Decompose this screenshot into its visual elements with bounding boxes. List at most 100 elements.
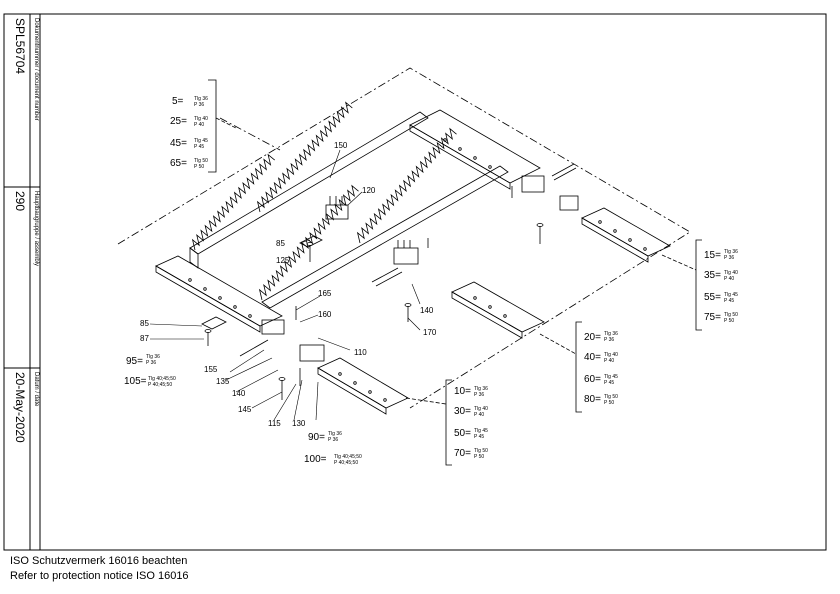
callout-115: 115 <box>268 419 281 428</box>
knife-teeth-lower <box>258 127 457 301</box>
bolts <box>204 186 544 400</box>
note-50-p: P 45 <box>474 434 484 440</box>
exploded-assembly-drawing: 150 120 85 125 85 87 165 160 110 155 135… <box>117 67 738 466</box>
note-90-p: P 36 <box>328 437 338 443</box>
note-55-tlg: Tlg 45 <box>724 292 738 298</box>
knife-head-mid <box>371 240 419 287</box>
callout-110: 110 <box>354 348 367 357</box>
note-75-p: P 50 <box>724 318 734 324</box>
note-10-p: P 36 <box>474 392 484 398</box>
note-30-tlg: Tlg 40 <box>474 406 488 412</box>
callout-135: 135 <box>216 377 230 386</box>
note-40-tlg: Tlg 40 <box>604 352 618 358</box>
note-35: 35= <box>704 270 721 281</box>
callout-165: 165 <box>318 289 332 298</box>
note-80: 80= <box>584 394 601 405</box>
note-15-p: P 36 <box>724 255 734 261</box>
callout-130: 130 <box>292 419 306 428</box>
note-60-tlg: Tlg 45 <box>604 374 618 380</box>
callout-155: 155 <box>204 365 218 374</box>
note-45-p: P 45 <box>194 144 204 150</box>
callout-160: 160 <box>318 310 332 319</box>
note-25-p: P 40 <box>194 122 204 128</box>
callout-145: 145 <box>238 405 252 414</box>
note-95-p: P 36 <box>146 360 156 366</box>
document-number-label: Dokumentnummer / document number <box>33 18 39 121</box>
note-65: 65= <box>170 158 187 169</box>
notes-group-mid-right: 20= Tlg 36 P 36 40= Tlg 40 P 40 60= Tlg … <box>584 331 618 406</box>
note-40: 40= <box>584 352 601 363</box>
callout-120: 120 <box>362 186 376 195</box>
knife-teeth-upper <box>191 101 353 251</box>
assembly-number: 290 <box>13 191 27 212</box>
bracket-lines <box>208 79 702 466</box>
note-30: 30= <box>454 406 471 417</box>
date-value: 20-May-2020 <box>13 372 27 443</box>
note-40-p: P 40 <box>604 358 614 364</box>
notes-bottom-center: 90= Tlg 36 P 36 100= Tlg 40;45;50 P 40;4… <box>304 431 362 466</box>
note-20: 20= <box>584 332 601 343</box>
note-5-p: P 36 <box>194 102 204 108</box>
finger-bar-right <box>581 207 671 263</box>
notes-left: 95= Tlg 36 P 36 105= Tlg 40;45;50 P 40;4… <box>124 354 176 388</box>
note-80-tlg: Tlg 50 <box>604 394 618 400</box>
note-60: 60= <box>584 374 601 385</box>
note-105-tlg: Tlg 40;45;50 <box>148 376 176 382</box>
plate-85-lower <box>201 316 227 330</box>
note-50: 50= <box>454 428 471 439</box>
finger-bar-mid <box>451 281 545 339</box>
notes-group-bottom: 10= Tlg 36 P 36 30= Tlg 40 P 40 50= Tlg … <box>454 386 488 460</box>
note-35-p: P 40 <box>724 276 734 282</box>
knife-head-right <box>521 163 579 211</box>
note-65-tlg: Tlg 50 <box>194 158 208 164</box>
note-100-p: P 40;45;50 <box>334 460 358 466</box>
knife-head-center <box>325 196 349 220</box>
note-70-tlg: Tlg 50 <box>474 448 488 454</box>
notes-group-right: 15= Tlg 36 P 36 35= Tlg 40 P 40 55= Tlg … <box>704 249 738 324</box>
note-65-p: P 50 <box>194 164 204 170</box>
note-80-p: P 50 <box>604 400 614 406</box>
note-75: 75= <box>704 312 721 323</box>
callout-170: 170 <box>423 328 437 337</box>
callout-87: 87 <box>140 334 149 343</box>
leader-lines <box>149 149 421 421</box>
note-105-p: P 40;45;50 <box>148 382 172 388</box>
note-15-tlg: Tlg 36 <box>724 249 738 255</box>
notes-group-top-left: 5= Tlg 36 P 36 25= Tlg 40 P 40 45= Tlg 4… <box>170 96 208 170</box>
note-25-tlg: Tlg 40 <box>194 116 208 122</box>
document-number: SPL56704 <box>13 18 27 75</box>
note-20-p: P 36 <box>604 337 614 343</box>
note-35-tlg: Tlg 40 <box>724 270 738 276</box>
footer-notice-de: ISO Schutzvermerk 16016 beachten <box>10 555 188 567</box>
note-75-tlg: Tlg 50 <box>724 312 738 318</box>
footer-notice-en: Refer to protection notice ISO 16016 <box>10 570 189 582</box>
note-30-p: P 40 <box>474 412 484 418</box>
note-90-tlg: Tlg 36 <box>328 431 342 437</box>
knife-head-left <box>239 319 325 362</box>
note-5: 5= <box>172 96 184 107</box>
callout-85-upper: 85 <box>276 239 285 248</box>
callout-125: 125 <box>276 256 290 265</box>
callout-140-left: 140 <box>232 389 246 398</box>
callout-140-mid: 140 <box>420 306 434 315</box>
callout-150: 150 <box>334 141 348 150</box>
note-55-p: P 45 <box>724 298 734 304</box>
plate-85-upper <box>299 235 323 248</box>
note-25: 25= <box>170 116 187 127</box>
note-95-tlg: Tlg 36 <box>146 354 160 360</box>
finger-bar-top-right <box>409 109 541 190</box>
note-95: 95= <box>126 356 143 367</box>
note-90: 90= <box>308 432 325 443</box>
date-label: Datum / date <box>33 372 39 407</box>
note-60-p: P 45 <box>604 380 614 386</box>
note-70-p: P 50 <box>474 454 484 460</box>
note-20-tlg: Tlg 36 <box>604 331 618 337</box>
note-50-tlg: Tlg 45 <box>474 428 488 434</box>
note-45-tlg: Tlg 45 <box>194 138 208 144</box>
note-55: 55= <box>704 292 721 303</box>
finger-bar-left <box>155 255 283 333</box>
note-10: 10= <box>454 386 471 397</box>
note-100: 100= <box>304 454 327 465</box>
assembly-label: Hauptbaugruppe / assembly <box>33 191 39 267</box>
